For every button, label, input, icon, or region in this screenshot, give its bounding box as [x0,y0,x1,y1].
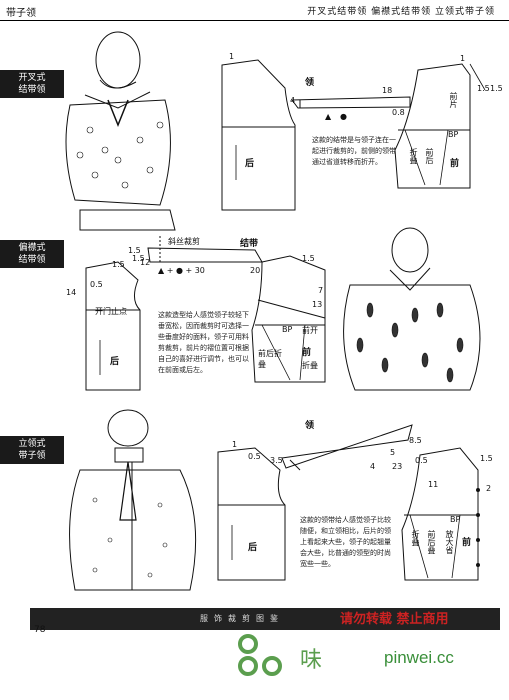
back-bodice-1 [221,59,296,211]
open-point-label-2: 开门止点 [95,307,127,316]
dim-2-5: 7 [318,286,324,295]
dim-1-2: 4 [290,96,296,105]
dim-1-1: 18 [382,86,393,95]
site-url[interactable]: pinwei.cc [384,648,454,667]
no-repost-watermark: 请勿转载 禁止商用 [340,612,449,627]
pleat-label-1a: 折叠 [409,148,418,164]
note-1: 这款的结带是与领子连在一起进行裁剪的，前侧的领带通过省道转移而折开。 [312,136,396,166]
dim-1-6: 1 [460,54,466,63]
fashion-figure-1 [65,31,176,231]
bp-label-2: BP [282,325,293,334]
page-number: 78 [34,625,46,635]
back-label-3: 后 [248,543,258,553]
section-tab-1: 开叉式 结带领 [0,70,64,98]
pleat-label-2a: 前后折叠 [258,349,282,369]
bp-label-1: BP [448,130,459,139]
collar-piece-3 [281,424,413,471]
front-pleat-label-1: 前片 [449,92,458,108]
dim-3-0: 1 [232,440,238,449]
section-tab-3: 立领式 带子领 [0,436,64,464]
front-label-2: 前 [302,348,312,358]
back-bodice-3 [217,447,286,581]
dim-3-8: 11 [428,480,439,489]
back-bodice-2 [85,261,141,391]
collar-label-1: 领 [305,78,315,88]
dim-1-7: 1.5 [477,84,490,93]
dim-3-9: 1.5 [480,454,493,463]
dim-3-7: 0.5 [415,456,428,465]
dim-3-5: 8.5 [409,436,422,445]
section-tab-2: 偏襟式 结带领 [0,240,64,268]
footer-band-text: 服饰裁剪图鉴 [200,614,284,623]
pleat-label-1b: 前后 [425,148,434,164]
header-rule [0,20,509,21]
note-2: 这款造型给人感觉领子较轻下垂宽松，因而裁剪时可选择一些垂度好的面料，领子可用料剪… [158,311,249,374]
gather-label-3: 放大省 [445,530,454,554]
front-label-1: 前 [450,159,460,169]
pleat-label-3b: 前后叠 [427,530,436,554]
front-label-3: 前 [462,538,472,548]
dim-1-8: 1.5 [490,84,503,93]
front-bodice-2 [251,255,326,383]
note-3: 这款的领带给人感觉领子比较随便，和立领相比，后片的领上看起来大些，领子的起翘量会… [300,516,391,568]
front-split-label-2: 前开 [302,326,318,335]
bp-label-3: BP [450,515,461,524]
dim-1-0: 1 [229,52,235,61]
front-bodice-1 [394,63,486,189]
collar-strip-1 [291,96,411,109]
dim-3-4: 23 [392,462,403,471]
bias-label-2: 斜丝裁剪 [168,237,200,246]
dim-3-6: 5 [390,448,396,457]
dim-2-4: 1.5 [302,254,315,263]
collar-label-2: 结带 [240,239,259,249]
dim-2-6: 13 [312,300,323,309]
dim-2-1: 0.5 [90,280,103,289]
dim-3-10: 2 [486,484,492,493]
pinwei-logo-icon [238,634,282,676]
pinwei-logo-glyph: 味 [300,648,323,673]
pleat-label-3a: 折叠 [411,530,420,546]
dim-3-3: 4 [370,462,376,471]
dim-3-1: 0.5 [248,452,261,461]
fashion-figure-3 [69,409,197,591]
back-label-1: 后 [245,159,255,169]
running-header-right: 开叉式结带领 偏襟式结带领 立领式带子领 [307,7,495,17]
dim-2-10: 1.5 [112,260,125,269]
front-bodice-3 [401,447,480,581]
pleat-label-2b: 折叠 [302,361,318,370]
dim-2-9: 12 [140,258,151,267]
dim-1-3: 0.8 [392,108,405,117]
back-label-2: 后 [110,357,120,367]
running-header-left: 带子领 [6,8,36,19]
dim-2-7: ▲ + ● + 30 [158,266,205,275]
dim-2-8: 1.5 [128,246,141,255]
dim-2-0: 1.5 [132,254,145,263]
dim-3-2: 3.5 [270,456,283,465]
dim-1-5: ● [340,112,347,121]
dim-2-3: 20 [250,266,261,275]
footer-band [30,608,500,630]
dim-1-4: ▲ [325,112,332,121]
dim-2-2: 14 [66,288,77,297]
collar-label-3: 领 [305,421,315,431]
fashion-figure-2 [343,227,481,391]
